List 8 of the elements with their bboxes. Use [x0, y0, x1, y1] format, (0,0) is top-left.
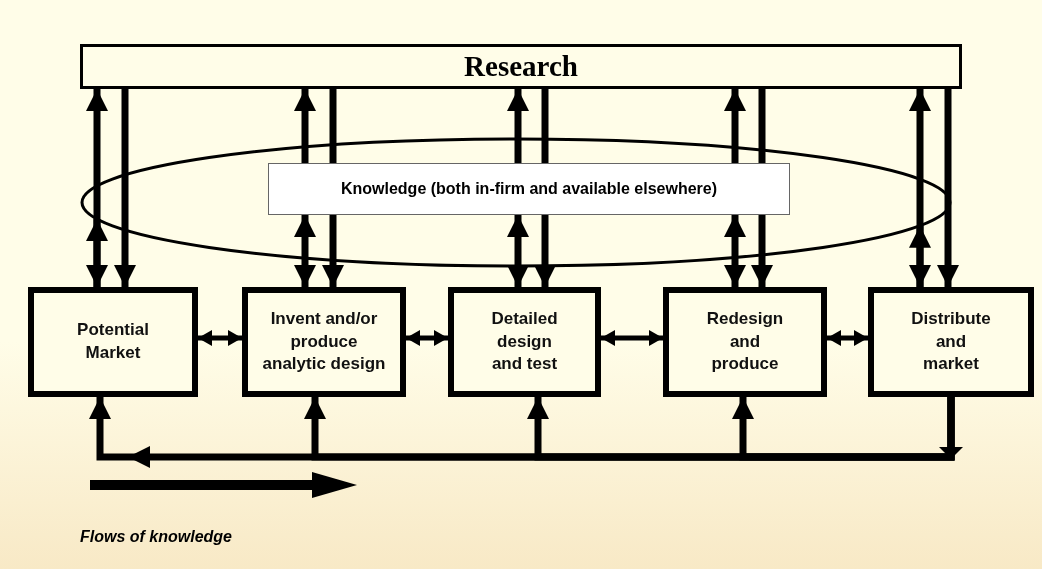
process-box: Potential Market	[28, 287, 198, 397]
research-box: Research	[80, 44, 962, 89]
process-box: Redesign and produce	[663, 287, 827, 397]
process-box: Invent and/or produce analytic design	[242, 287, 406, 397]
legend-caption: Flows of knowledge	[80, 528, 232, 546]
process-box: Distribute and market	[868, 287, 1034, 397]
knowledge-box: Knowledge (both in-firm and available elsewhere)	[268, 163, 790, 215]
process-box: Detailed design and test	[448, 287, 601, 397]
